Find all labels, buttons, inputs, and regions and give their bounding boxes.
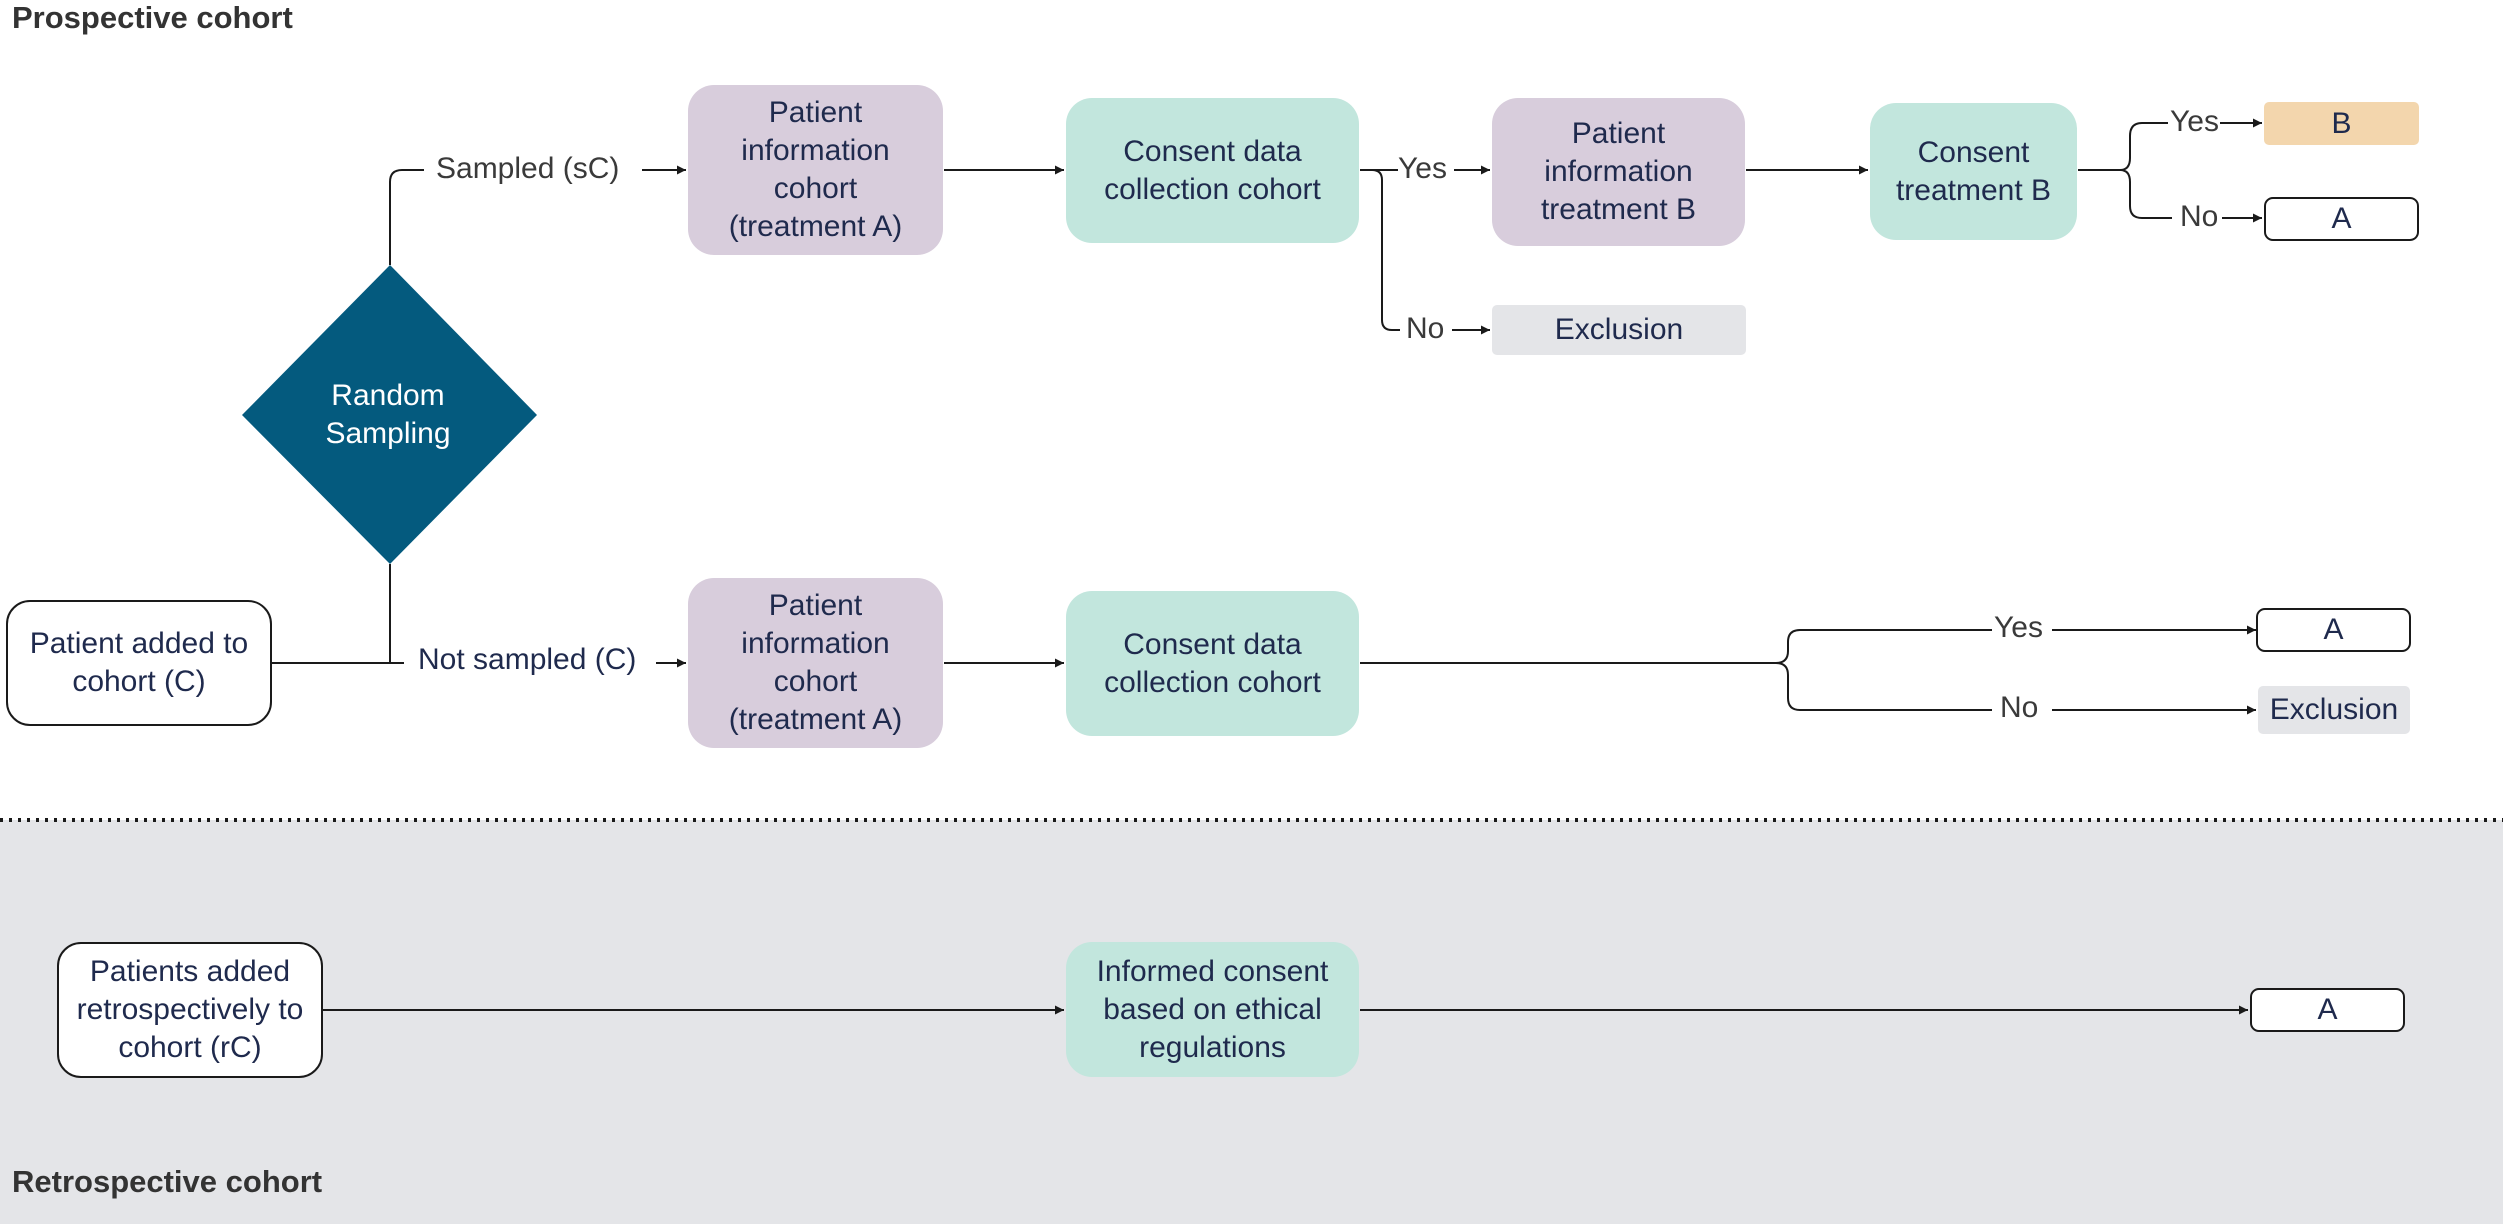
- exclusion-mid-node: Exclusion: [2258, 686, 2410, 734]
- outcome-a-retro-node: A: [2250, 988, 2405, 1032]
- connector-patient-to-diamond: [271, 564, 391, 664]
- no-mid-label: No: [2000, 691, 2039, 724]
- retrospective-cohort-title: Retrospective cohort: [12, 1164, 323, 1199]
- no-b-label: No: [2180, 200, 2219, 233]
- random-sampling-label: Random Sampling: [325, 379, 451, 450]
- notsampled-consent-node: Consent data collection cohort: [1066, 591, 1359, 736]
- no-consent-label: No: [1406, 312, 1445, 345]
- sampled-consent-node: Consent data collection cohort: [1066, 98, 1359, 243]
- yes-mid-label: Yes: [1994, 611, 2043, 644]
- informed-consent-node: Informed consent based on ethical regula…: [1066, 942, 1359, 1077]
- not-sampled-label: Not sampled (C): [418, 643, 637, 676]
- brace-consent-mid: [1360, 629, 1992, 711]
- sampled-patient-info-node: Patient information cohort (treatment A): [688, 85, 943, 255]
- exclusion-top-node: Exclusion: [1492, 305, 1746, 355]
- retro-patients-node: Patients added retrospectively to cohort…: [57, 942, 323, 1078]
- random-sampling-diamond: [242, 265, 537, 564]
- notsampled-patient-info-node: Patient information cohort (treatment A): [688, 578, 943, 748]
- consent-b-node: Consent treatment B: [1870, 103, 2077, 240]
- sampled-label: Sampled (sC): [436, 152, 620, 185]
- prospective-cohort-title: Prospective cohort: [12, 0, 293, 35]
- patient-info-b-node: Patient information treatment B: [1492, 98, 1745, 246]
- outcome-a-top-node: A: [2264, 197, 2419, 241]
- yes-consent-label: Yes: [1398, 152, 1447, 185]
- outcome-b-node: B: [2264, 102, 2419, 145]
- yes-b-label: Yes: [2170, 105, 2219, 138]
- connector-consent-branch: [1360, 169, 1400, 331]
- outcome-a-mid-node: A: [2256, 608, 2411, 652]
- brace-consent-b: [2078, 122, 2172, 219]
- patient-added-node: Patient added to cohort (C): [6, 600, 272, 726]
- connector-diamond-to-sampled: [389, 169, 424, 265]
